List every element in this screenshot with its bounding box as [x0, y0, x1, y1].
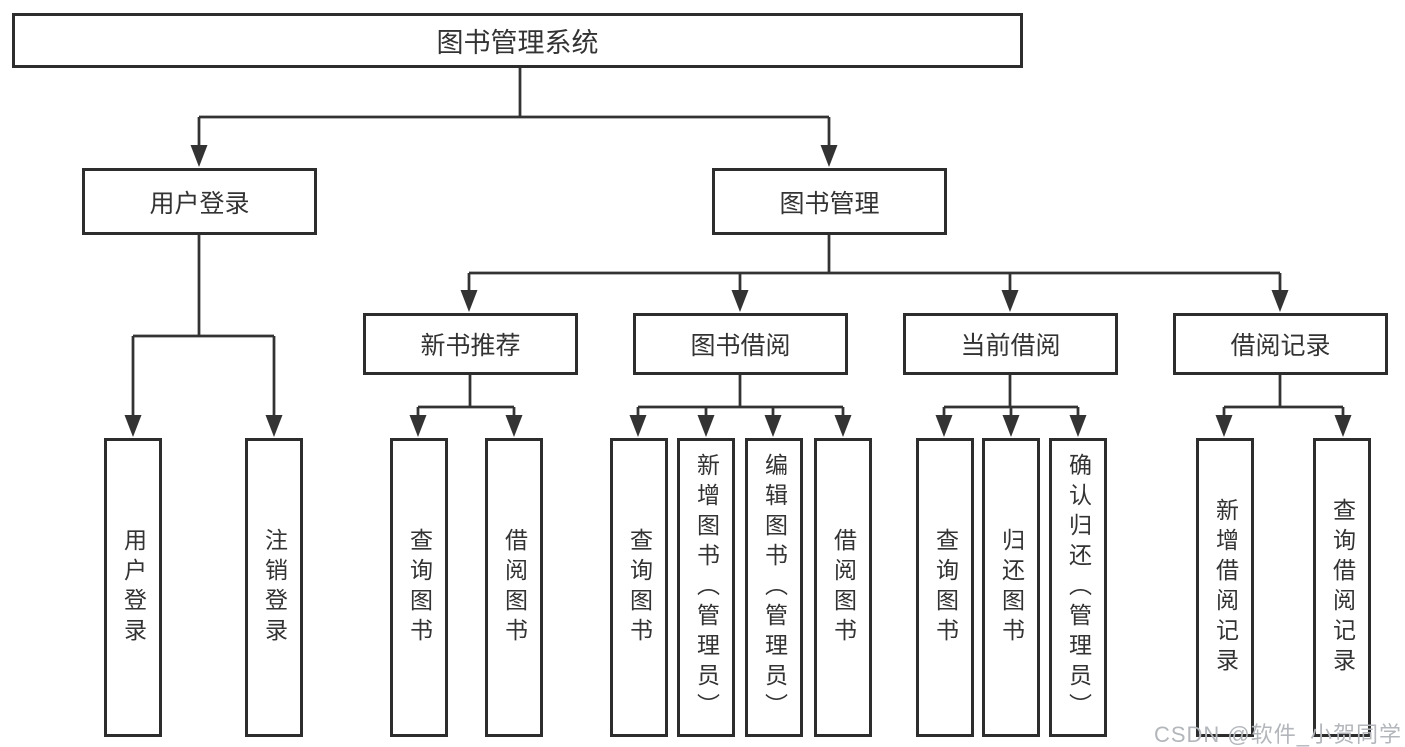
- leaf-return-book: 归还图书: [982, 438, 1040, 737]
- leaf-label: 查询图书: [932, 527, 959, 648]
- leaf-add-book-admin: 新增图书（管理员）: [677, 438, 735, 737]
- leaf-label: 查询图书: [406, 527, 433, 648]
- leaf-label: 编辑图书（管理员）: [761, 452, 788, 723]
- node-borrowing-records: 借阅记录: [1173, 313, 1388, 375]
- leaf-borrow-books-borrowing: 借阅图书: [814, 438, 872, 737]
- leaf-add-borrow-record: 新增借阅记录: [1196, 438, 1254, 737]
- leaf-logout: 注销登录: [245, 438, 303, 737]
- node-label: 用户登录: [149, 189, 250, 218]
- node-label: 图书管理系统: [436, 28, 599, 58]
- node-label: 图书管理: [779, 189, 880, 218]
- connector-book-borrowing-branch: [629, 374, 852, 437]
- node-user-login: 用户登录: [82, 168, 317, 235]
- node-library-management-system: 图书管理系统: [12, 13, 1023, 68]
- leaf-label: 查询借阅记录: [1329, 497, 1356, 678]
- connector-user-login-branch: [124, 235, 283, 437]
- leaf-label: 归还图书: [998, 527, 1025, 648]
- connector-root-to-level2: [190, 66, 838, 167]
- leaf-borrow-books-recommend: 借阅图书: [485, 438, 543, 737]
- leaf-label: 查询图书: [626, 527, 653, 648]
- leaf-label: 确认归还（管理员）: [1065, 452, 1092, 723]
- node-label: 新书推荐: [420, 332, 521, 360]
- connector-current-borrowing-branch: [935, 374, 1087, 437]
- leaf-label: 用户登录: [120, 527, 147, 648]
- connector-book-management-branch: [460, 235, 1289, 312]
- connector-borrowing-records-branch: [1215, 374, 1352, 437]
- leaf-confirm-return-admin: 确认归还（管理员）: [1049, 438, 1107, 737]
- leaf-query-books-borrowing: 查询图书: [610, 438, 668, 737]
- node-current-borrowing: 当前借阅: [903, 313, 1118, 375]
- leaf-label: 注销登录: [261, 527, 288, 648]
- node-label: 当前借阅: [960, 332, 1061, 360]
- node-label: 图书借阅: [690, 332, 791, 360]
- leaf-edit-book-admin: 编辑图书（管理员）: [745, 438, 803, 737]
- node-label: 借阅记录: [1230, 332, 1331, 360]
- leaf-query-books-current: 查询图书: [916, 438, 974, 737]
- connector-new-book-recommendation-branch: [409, 374, 523, 437]
- leaf-query-books-recommend: 查询图书: [390, 438, 448, 737]
- csdn-watermark: CSDN @软件_小贺同学: [1153, 722, 1402, 747]
- leaf-user-login: 用户登录: [104, 438, 162, 737]
- node-book-management: 图书管理: [712, 168, 947, 235]
- leaf-label: 借阅图书: [501, 527, 528, 648]
- leaf-label: 借阅图书: [830, 527, 857, 648]
- leaf-label: 新增图书（管理员）: [693, 452, 720, 723]
- leaf-label: 新增借阅记录: [1212, 497, 1239, 678]
- leaf-query-borrow-record: 查询借阅记录: [1313, 438, 1371, 737]
- node-new-book-recommendation: 新书推荐: [363, 313, 578, 375]
- node-book-borrowing: 图书借阅: [633, 313, 848, 375]
